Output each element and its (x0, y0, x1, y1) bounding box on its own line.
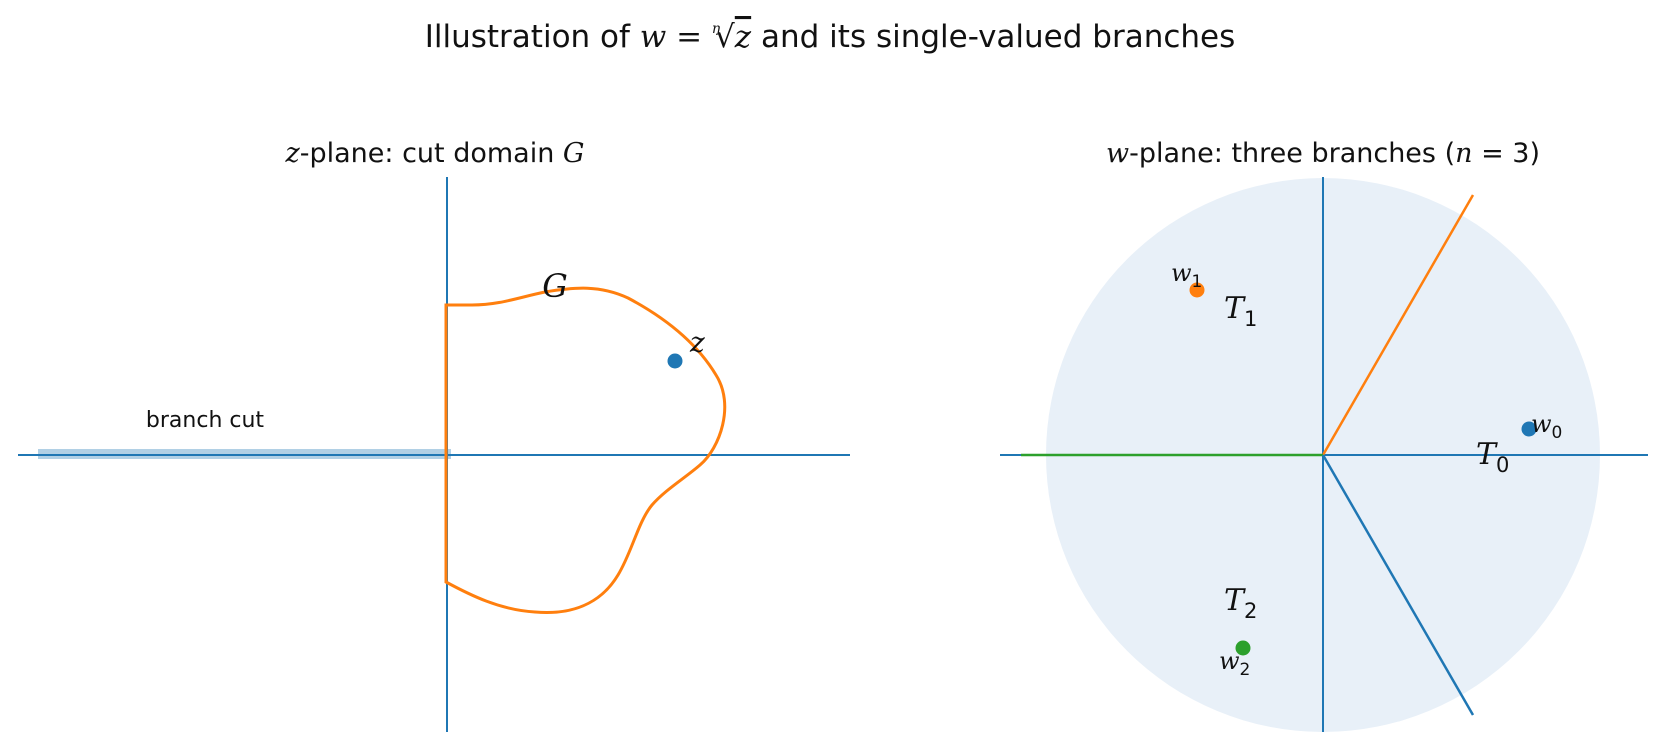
domain-boundary (444, 286, 727, 614)
w1-label: w1 (1171, 259, 1202, 292)
ray-60-deg (1321, 194, 1475, 456)
z-plane-title-rest: -plane: cut domain (300, 138, 563, 169)
z-plane-panel: z-plane: cut domain G G z branch cut (18, 138, 850, 732)
figure-title-prefix: Illustration of (425, 19, 640, 55)
z-point-label: z (689, 326, 705, 359)
w-plane-title-n: n (1455, 138, 1472, 169)
ray-minus-60-deg (1321, 454, 1475, 716)
w-plane-title-eq: = 3) (1473, 138, 1541, 169)
z-plane-title: z-plane: cut domain G (285, 138, 585, 169)
domain-label: G (542, 267, 568, 305)
figure-title-radical: √ (715, 19, 735, 55)
w0-label: w0 (1531, 410, 1562, 443)
w2-label: w2 (1219, 647, 1250, 680)
sector-t1-label: T1 (1224, 291, 1257, 331)
branch-cut-label: branch cut (146, 408, 265, 433)
w-plane-title: w-plane: three branches (n = 3) (1106, 138, 1540, 169)
z-point (667, 353, 683, 369)
figure-title-lhs: w = (640, 19, 712, 55)
figure-title-root-arg: z (734, 19, 752, 55)
w2-point (1235, 640, 1251, 656)
figure-title-suffix: and its single-valued branches (751, 19, 1235, 55)
w0-point (1521, 421, 1537, 437)
w-plane-panel: w-plane: three branches (n = 3) w0 w1 w2… (1000, 138, 1648, 732)
w-plane-title-var: w (1106, 138, 1129, 169)
sector-t2-label: T2 (1224, 583, 1257, 623)
z-plane-title-domain: G (563, 138, 585, 169)
figure-title: Illustration of w = n√z and its single-v… (425, 19, 1236, 55)
sector-t0-label: T0 (1476, 437, 1509, 477)
w1-point (1189, 282, 1205, 298)
w-plane-title-rest: -plane: three branches ( (1129, 138, 1455, 169)
figure-title-root-index: n (712, 21, 721, 37)
z-plane-title-var: z (285, 138, 301, 169)
